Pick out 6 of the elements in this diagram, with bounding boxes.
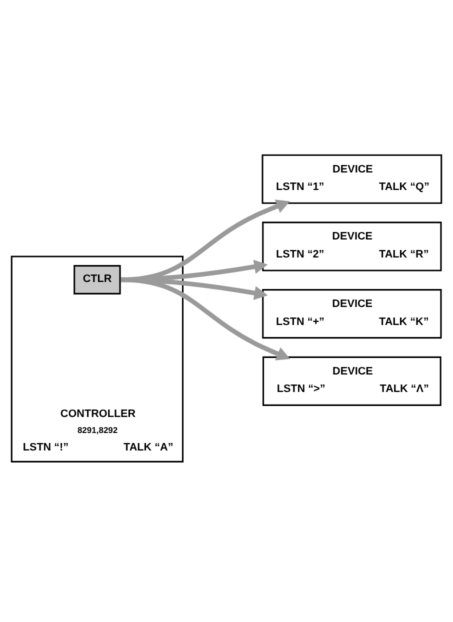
arrow xyxy=(121,276,290,360)
node-box: CTLR xyxy=(74,264,121,294)
node-box: DEVICE LSTN “1” TALK “Q” xyxy=(262,154,442,204)
node-box: DEVICE LSTN “2” TALK “R” xyxy=(262,221,442,271)
node-box: DEVICE LSTN “>” TALK “Λ” xyxy=(262,356,442,406)
node-box: DEVICE LSTN “+” TALK “K” xyxy=(262,288,442,338)
